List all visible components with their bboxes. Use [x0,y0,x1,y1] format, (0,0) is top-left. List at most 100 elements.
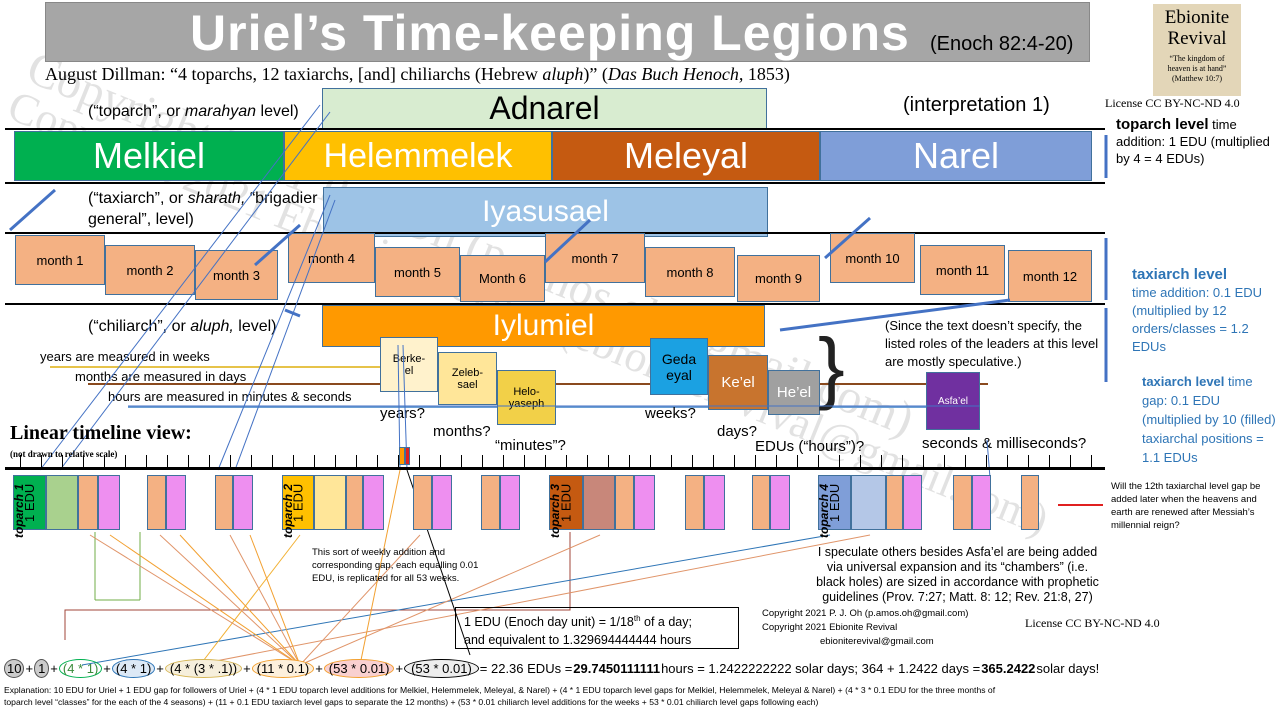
month-block [953,475,972,530]
gap-block [972,475,991,530]
heloyaseph-box: Helo-yaseph [497,370,556,425]
month-block [481,475,500,530]
copyright-line: ebioniterevival@gmail.com [820,636,934,647]
divider [5,303,1105,305]
timeline-tick [986,455,987,468]
timeline-tick [335,455,336,468]
timeline-tick [923,455,924,468]
formula-result: = 22.36 EDUs = [479,661,573,676]
toparch-level-label: (“toparch”, or marahyan level) [88,103,299,121]
timeline-tick [734,455,735,468]
timeline-tick [587,455,588,468]
month-block [215,475,233,530]
note-bold: toparch level [1116,116,1209,133]
month-block [752,475,770,530]
month-block [615,475,634,530]
month-box: month 7 [545,233,645,283]
timeline-tick [608,455,609,468]
divider [5,128,1105,130]
logo-line: Ebionite [1164,7,1230,28]
edu-def-line: 1 EDU (Enoch day unit) = 1/18th of a day… [464,610,730,631]
edu-def-sup: th [633,614,641,623]
timeline-tick [83,455,84,468]
gap-block [634,475,655,530]
month-box: month 9 [737,255,820,302]
edu-definition-box: 1 EDU (Enoch day unit) = 1/18th of a day… [455,607,739,649]
edu-def-text: of a day; [640,615,692,630]
quote-text: August Dillman: “4 toparchs, 12 taxiarch… [45,64,543,84]
timeline-tick [398,455,399,468]
asfael-box: Asfa’el [926,372,980,430]
gap-block [363,475,384,530]
gap-block [46,475,78,530]
timeline-tick [1091,455,1092,468]
month-block [1021,475,1039,530]
logo-quote: “The kingdom of heaven is at hand” (Matt… [1167,54,1227,83]
timeline-tick [1049,455,1050,468]
timeline-tick [545,455,546,468]
formula-term: (53 * 0.01) [323,659,395,678]
month-box: month 11 [920,245,1005,295]
toparch-side-note: toparch level time addition: 1 EDU (mult… [1116,116,1280,167]
timeline-tick [839,455,840,468]
toparch-label: toparch 3 [548,484,562,539]
measure-label: hours are measured in minutes & seconds [108,389,352,404]
timeline-tick [272,455,273,468]
formula-term: (11 * 0.1) [251,659,315,678]
gap-block [98,475,120,530]
timeline-tick [104,455,105,468]
timeline-tick [314,455,315,468]
formula: 10+ 1+ (4 * 1)+ (4 * 1)+ (4 * (3 * .1))+… [4,659,1099,678]
label-text: (“chiliarch”, or [88,318,191,335]
formula-result: hours = 1.2422222222 solar days; 364 + 1… [661,661,981,676]
month-box: month 1 [15,235,105,285]
month-box: month 10 [830,233,915,283]
month-box: month 2 [105,245,195,295]
month-block [886,475,903,530]
gap-block [704,475,725,530]
zelebsael-box: Zeleb-sael [438,352,497,405]
question-label: seconds & milliseconds? [922,435,1087,452]
timeline-tick [797,455,798,468]
timeline-tick [524,455,525,468]
measure-label: years are measured in weeks [40,349,210,364]
timeline-tick [482,455,483,468]
heel-box: He’el [768,370,820,415]
copyright-block: Copyright 2021 P. J. Oh (p.amos.oh@gmail… [762,607,968,649]
gap-block [903,475,922,530]
note-bold: taxiarch level [1142,374,1225,389]
timeline-tick [125,455,126,468]
formula-hours: 29.7450111111 [573,661,661,676]
formula-term: (53 * 0.01) [404,659,479,678]
timeline-title: Linear timeline view: [10,422,192,444]
red-arrow [1058,504,1103,506]
chiliarch-level-label: (“chiliarch”, or aluph, level) [88,318,277,336]
timeline-tick [440,455,441,468]
edu-def-text: 1 EDU (Enoch day unit) = 1/18 [464,615,634,630]
timeline-tick [860,455,861,468]
iyasusael-box: Iyasusael [323,187,768,237]
adnarel-box: Adnarel [322,88,767,129]
quote-text: )” ( [583,64,608,84]
timeline-tick [293,455,294,468]
gap-block [851,475,886,530]
note-text: time addition: 0.1 EDU (multiplied by 12… [1132,285,1263,354]
taxiarch-level-label: (“taxiarch”, or sharath, “brigadier gene… [88,188,318,230]
timeline-tick [167,455,168,468]
toparch-label: toparch 2 [281,484,295,539]
label-em: marahyan [184,103,257,120]
month-box: month 4 [288,233,375,283]
question-label: years? [380,405,426,422]
timeline-tick [692,455,693,468]
quote-text: 1853) [743,64,790,84]
divider [5,182,1105,184]
toparch-label: toparch 1 [12,484,26,539]
years-line [50,366,380,368]
timeline-tick [356,455,357,468]
helemmelek-box: Helemmelek [284,131,552,181]
month-box: Month 6 [460,255,545,302]
question-label: EDUs (“hours”)? [755,438,865,455]
gedaeyal-box: Geda eyal [650,338,708,395]
weekly-note: This sort of weekly addition and corresp… [312,547,479,584]
timeline-tick [755,455,756,468]
